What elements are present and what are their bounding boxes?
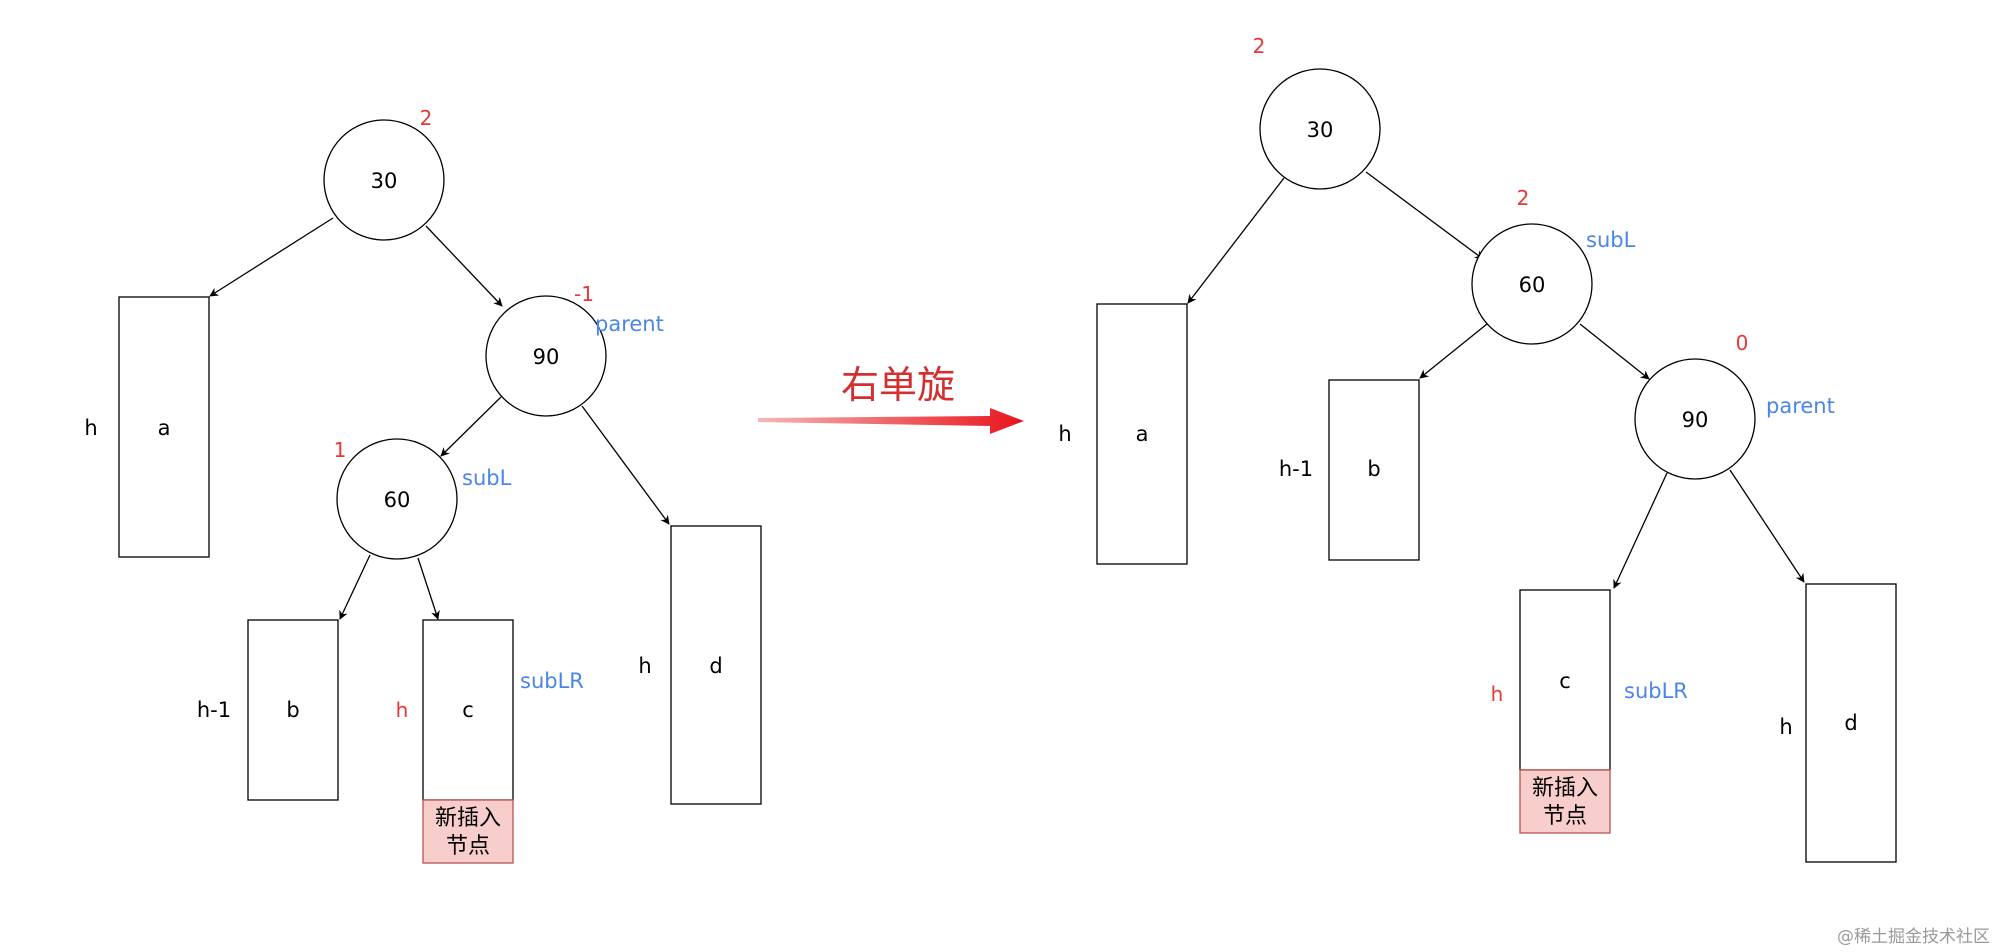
- edge-90-c: [1613, 472, 1668, 589]
- height-label: h-1: [1279, 457, 1313, 481]
- node-90: 90 -1 parent: [485, 282, 664, 417]
- node-90: 90 0 parent: [1634, 331, 1835, 480]
- height-label: h: [1491, 682, 1504, 706]
- role-label-parent: parent: [1766, 394, 1835, 418]
- watermark: @稀土掘金技术社区: [1837, 927, 1990, 947]
- edge-30-a: [209, 217, 334, 297]
- subtree-b: b h-1: [197, 619, 339, 801]
- role-label-subLR: subLR: [1624, 679, 1688, 703]
- node-key: 30: [1307, 118, 1334, 142]
- edge-60-c: [417, 557, 440, 620]
- subtree-a: a h: [1058, 303, 1188, 565]
- height-label: h: [84, 416, 97, 440]
- balance-factor: 2: [1253, 34, 1266, 58]
- subtree-label: a: [1136, 422, 1149, 446]
- node-key: 60: [384, 488, 411, 512]
- new-node-line1: 新插入: [1532, 776, 1598, 801]
- subtree-label: c: [462, 698, 474, 722]
- role-label-subL: subL: [462, 466, 512, 490]
- edge-60-b: [339, 554, 371, 620]
- edge-30-a: [1187, 177, 1285, 304]
- edge-90-60: [440, 396, 502, 457]
- subtree-b: b h-1: [1279, 379, 1420, 561]
- role-label-subL: subL: [1586, 228, 1636, 252]
- subtree-a: a h: [84, 296, 210, 558]
- balance-factor: 2: [1517, 186, 1530, 210]
- after-tree: 30 2 60 2 subL 90 0 parent a h b h-1: [1058, 34, 1897, 863]
- height-label: h: [638, 654, 651, 678]
- node-key: 90: [533, 345, 560, 369]
- balance-factor: 0: [1736, 331, 1749, 355]
- edge-30-90: [425, 225, 503, 307]
- height-label: h: [1058, 422, 1071, 446]
- right-arrow-icon: [758, 408, 1024, 434]
- subtree-d: d h: [1779, 583, 1897, 863]
- balance-factor: 2: [420, 106, 433, 130]
- subtree-c: c h subLR: [1491, 589, 1688, 771]
- edge-30-60: [1365, 171, 1484, 260]
- height-label: h-1: [197, 698, 231, 722]
- node-key: 30: [371, 169, 398, 193]
- node-key: 60: [1519, 273, 1546, 297]
- role-label-subLR: subLR: [520, 669, 584, 693]
- subtree-label: b: [286, 698, 299, 722]
- new-node-line1: 新插入: [435, 806, 501, 831]
- new-inserted-node: 新插入 节点: [422, 799, 514, 864]
- node-key: 90: [1682, 408, 1709, 432]
- operation-label: 右单旋: [841, 363, 955, 407]
- subtree-label: b: [1367, 457, 1380, 481]
- subtree-label: c: [1559, 669, 1571, 693]
- before-tree: 30 2 90 -1 parent 60 1 subL a h b h-1: [84, 106, 762, 864]
- new-node-line2: 节点: [1543, 804, 1587, 829]
- node-60: 60 2 subL: [1471, 186, 1636, 345]
- subtree-label: d: [1844, 711, 1857, 735]
- subtree-c: c h subLR: [396, 619, 584, 801]
- balance-factor: -1: [574, 282, 594, 306]
- node-30: 30 2: [1253, 34, 1381, 190]
- edge-90-d: [1729, 469, 1805, 583]
- subtree-d: d h: [638, 525, 762, 805]
- edge-60-90: [1579, 323, 1650, 380]
- new-inserted-node: 新插入 节点: [1519, 769, 1611, 834]
- rotation-arrow: 右单旋: [758, 363, 1024, 434]
- node-60: 60 1 subL: [334, 438, 512, 560]
- edge-60-b: [1419, 323, 1488, 379]
- edge-90-d: [581, 405, 670, 525]
- subtree-label: a: [158, 416, 171, 440]
- height-label: h: [396, 698, 409, 722]
- balance-factor: 1: [334, 438, 347, 462]
- new-node-line2: 节点: [446, 834, 490, 859]
- role-label-parent: parent: [595, 312, 664, 336]
- node-30: 30 2: [323, 106, 445, 241]
- height-label: h: [1779, 715, 1792, 739]
- subtree-label: d: [709, 654, 722, 678]
